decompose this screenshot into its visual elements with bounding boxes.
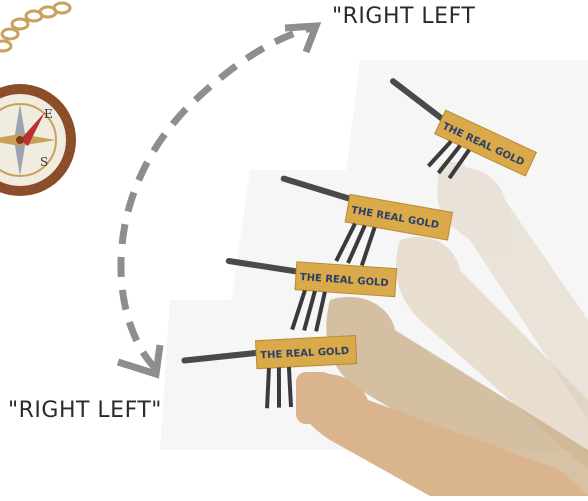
arm-1 xyxy=(437,162,588,420)
curved-dashed-arrow-icon xyxy=(116,22,322,379)
chain-icon xyxy=(0,1,72,53)
rod-device-3: THE REAL GOLD xyxy=(225,257,398,332)
rod-device-2: THE REAL GOLD xyxy=(280,175,453,267)
rod-device-4: THE REAL GOLD xyxy=(181,334,358,409)
arm-3 xyxy=(326,296,588,496)
svg-text:S: S xyxy=(40,155,48,169)
svg-text:E: E xyxy=(44,107,53,121)
compass-icon: E S xyxy=(0,84,76,196)
device-brand-text: THE REAL GOLD xyxy=(260,346,349,362)
arm-2 xyxy=(396,236,588,470)
direction-label-bottom: "RIGHT LEFT" xyxy=(8,398,162,423)
arm-4 xyxy=(296,372,588,496)
direction-label-top: "RIGHT LEFT xyxy=(332,4,476,29)
